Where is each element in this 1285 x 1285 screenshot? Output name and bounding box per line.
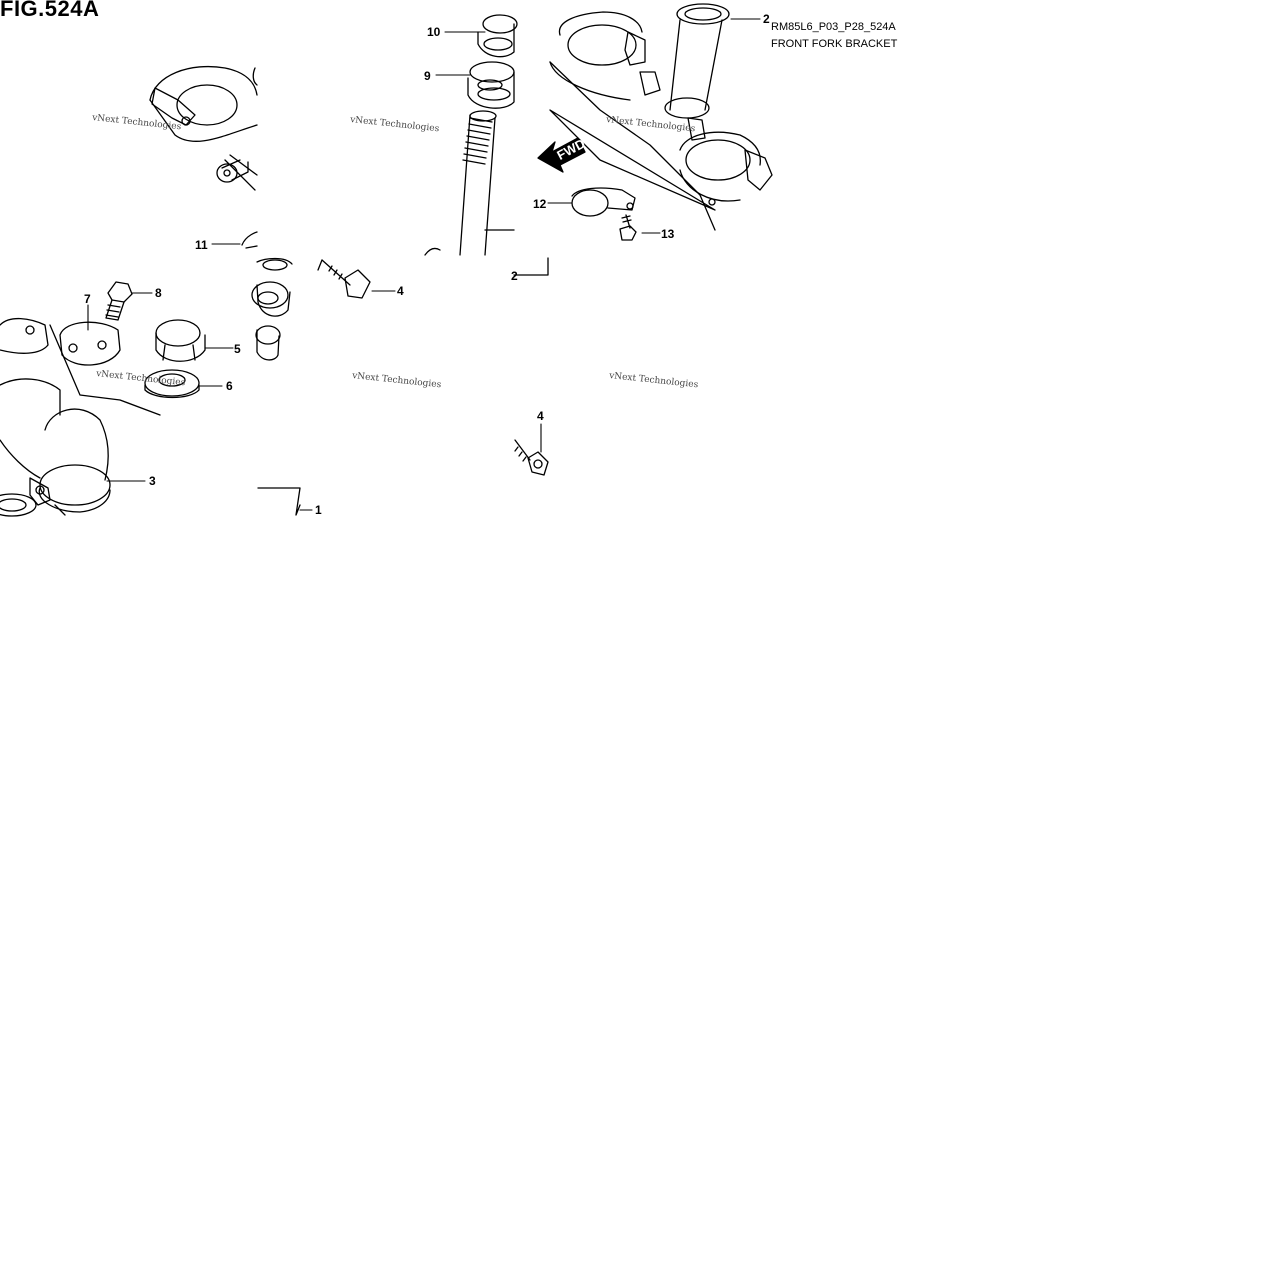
stem-leader bbox=[257, 487, 301, 516]
handlebar-holder-7 bbox=[0, 317, 161, 416]
callout-2-top: 2 bbox=[763, 12, 770, 26]
bolt-13 bbox=[619, 214, 637, 241]
stem-washer-10 bbox=[477, 14, 518, 58]
stem-nut-11 bbox=[241, 231, 258, 249]
lower-bearing-race bbox=[255, 325, 281, 361]
bearing-lower bbox=[0, 493, 37, 517]
lower-bearing bbox=[251, 281, 291, 317]
stem-bearing-9 bbox=[467, 61, 515, 109]
watermark: vNext Technologies bbox=[351, 371, 442, 390]
callout-4-upper: 4 bbox=[397, 284, 404, 298]
cable-guide-12 bbox=[571, 187, 636, 217]
callout-9: 9 bbox=[424, 69, 431, 83]
bolt-4-lower bbox=[514, 439, 549, 476]
callout-5: 5 bbox=[234, 342, 241, 356]
callout-3: 3 bbox=[149, 474, 156, 488]
dust-seal bbox=[256, 257, 293, 271]
watermarks: vNext Technologies vNext Technologies vN… bbox=[91, 113, 699, 390]
callout-10: 10 bbox=[427, 25, 441, 39]
steering-stem-shaft bbox=[424, 110, 515, 256]
callout-4-lower: 4 bbox=[537, 409, 544, 423]
watermark: vNext Technologies bbox=[95, 369, 186, 388]
callout-12: 12 bbox=[533, 197, 547, 211]
lower-bracket-3 bbox=[0, 378, 111, 516]
watermark: vNext Technologies bbox=[608, 371, 699, 390]
figure-code: RM85L6_P03_P28_524A bbox=[771, 21, 896, 33]
callout-7: 7 bbox=[84, 292, 91, 306]
callout-numbers: 10 9 2 12 13 11 8 7 5 6 3 4 1 2 4 bbox=[84, 12, 770, 517]
callout-13: 13 bbox=[661, 227, 675, 241]
fwd-arrow bbox=[537, 137, 586, 173]
watermark: vNext Technologies bbox=[349, 115, 440, 134]
callout-11: 11 bbox=[195, 238, 208, 252]
callout-1: 1 bbox=[315, 503, 322, 517]
lower-bracket-top-view bbox=[149, 65, 258, 191]
stem-nut-5 bbox=[155, 319, 206, 362]
cap-bolt-part bbox=[216, 159, 249, 183]
figure-title: FIG.524A bbox=[0, 0, 100, 21]
upper-bracket bbox=[549, 3, 773, 231]
figure-name: FRONT FORK BRACKET bbox=[771, 38, 898, 50]
callout-6: 6 bbox=[226, 379, 233, 393]
callout-leaders bbox=[87, 18, 761, 511]
stem-leader-2 bbox=[513, 257, 549, 276]
washer-6 bbox=[144, 369, 200, 399]
callout-8: 8 bbox=[155, 286, 162, 300]
bolt-4-upper bbox=[317, 259, 371, 299]
callout-2-lower: 2 bbox=[511, 269, 518, 283]
bolt-8 bbox=[105, 281, 133, 321]
